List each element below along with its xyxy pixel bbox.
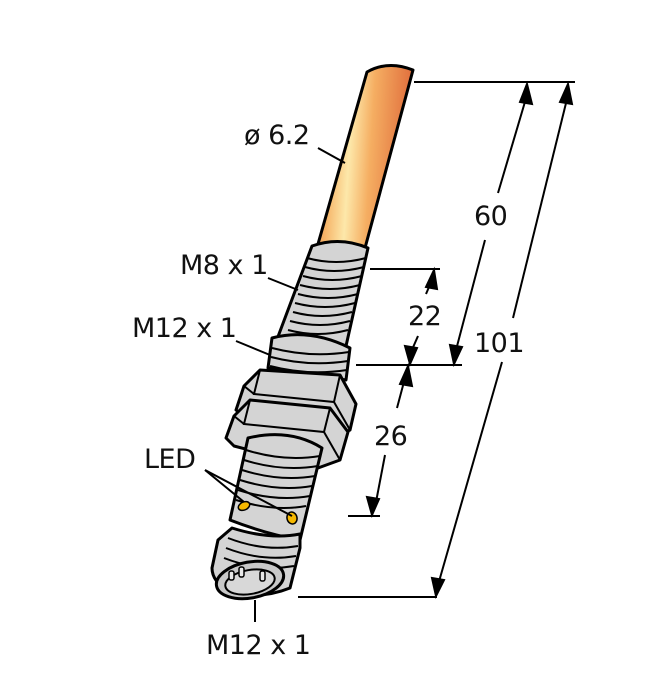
dimension-101-label: 101 [474, 328, 525, 359]
m12-thread-upper [266, 333, 352, 382]
m12-thread-lower [228, 433, 324, 542]
m8-thread-label: M8 x 1 [180, 250, 268, 281]
m12-thread-label: M12 x 1 [132, 313, 237, 344]
led-left-icon [237, 500, 251, 512]
dimension-lines [365, 80, 574, 599]
cable-diameter-label: ø 6.2 [244, 120, 310, 151]
extension-lines [298, 81, 575, 598]
connector-head [210, 526, 302, 601]
connector-pins-icon [228, 566, 266, 582]
led-label: LED [144, 444, 196, 475]
connector-thread-label: M12 x 1 [206, 630, 311, 661]
dimension-60-label: 60 [474, 201, 508, 232]
led-indicators [237, 500, 298, 525]
leader-lines [204, 147, 346, 622]
dimension-26-label: 26 [374, 421, 408, 452]
cable [316, 64, 415, 250]
dimension-22-label: 22 [408, 301, 442, 332]
